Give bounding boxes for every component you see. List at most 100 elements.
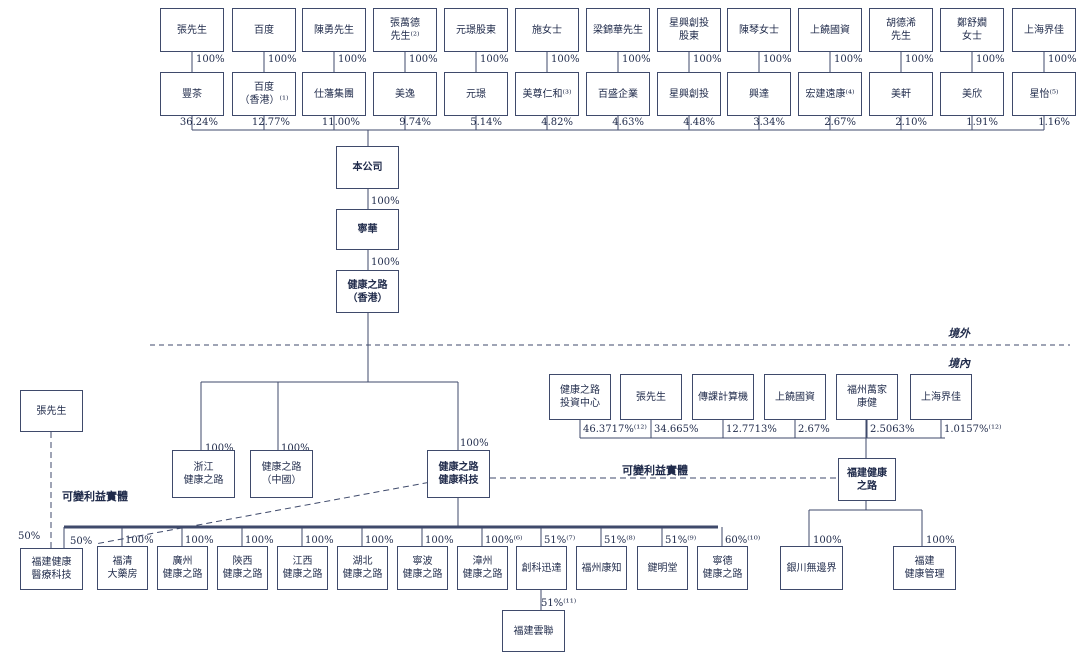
tech-box: 健康之路 健康科技: [427, 450, 490, 498]
holder-percentage: 3.34%: [753, 117, 785, 128]
tech-percentage: 100%: [460, 438, 489, 449]
holder-box: 美軒: [869, 72, 933, 116]
zhejiang-percentage: 100%: [205, 443, 234, 454]
tech-fujian-vie-link: [94, 476, 459, 545]
vie-owner-percentage: 1.0157%⁽¹²⁾: [944, 424, 1002, 435]
owner-box: 上海界佳: [1012, 8, 1076, 52]
vie-owner-percentage: 46.3717%⁽¹²⁾: [583, 424, 647, 435]
offshore-label: 境外: [948, 327, 970, 340]
holder-box: 元璟: [444, 72, 508, 116]
owner-box: 張先生: [160, 8, 224, 52]
owner-box: 百度: [232, 8, 296, 52]
subsidiary-percentage: 51%⁽⁷⁾: [544, 535, 576, 546]
holder-box: 百度 （香港）⁽¹⁾: [232, 72, 296, 116]
subsidiary-box: 廣州 健康之路: [157, 546, 208, 590]
vie-owner-box: 傳課計算機: [692, 374, 754, 420]
holder-percentage: 4.48%: [683, 117, 715, 128]
vie-owner-box: 上海界佳: [910, 374, 972, 420]
china-box: 健康之路 （中國）: [250, 450, 313, 498]
holder-percentage: 12.77%: [251, 117, 290, 128]
vie-owner-percentage: 2.5063%: [870, 424, 915, 435]
vie-sub-box: 銀川無邊界: [780, 546, 843, 590]
vie-label-left: 可變利益實體: [62, 490, 128, 503]
vie-owner-percentage: 2.67%: [798, 424, 830, 435]
subsidiary-box: 鍵明堂: [637, 546, 688, 590]
ninghua-hk-percentage: 100%: [371, 257, 400, 268]
subsidiary-percentage: 51%⁽⁸⁾: [604, 535, 636, 546]
subsidiary-percentage: 100%: [365, 535, 394, 546]
holder-percentage: 5.14%: [470, 117, 502, 128]
subsidiary-box: 寧德 健康之路: [697, 546, 748, 590]
owner-percentage: 100%: [976, 54, 1005, 65]
vie-label-right: 可變利益實體: [622, 464, 688, 477]
holder-box: 星興創投: [657, 72, 721, 116]
holder-box: 仕藩集團: [302, 72, 366, 116]
owner-percentage: 100%: [551, 54, 580, 65]
owner-percentage: 100%: [763, 54, 792, 65]
owner-box: 張萬德 先生⁽²⁾: [373, 8, 437, 52]
holder-box: 美逸: [373, 72, 437, 116]
owner-percentage: 100%: [1048, 54, 1077, 65]
subsidiary-percentage: 51%⁽⁹⁾: [665, 535, 697, 546]
holder-box: 興達: [727, 72, 791, 116]
holder-percentage: 4.82%: [541, 117, 573, 128]
holder-percentage: 2.67%: [824, 117, 856, 128]
holder-percentage: 4.63%: [612, 117, 644, 128]
owner-box: 星興創投 股東: [657, 8, 721, 52]
vie-owner-box: 健康之路 投資中心: [549, 374, 611, 420]
owner-box: 梁錦華先生: [586, 8, 650, 52]
owner-box: 陳琴女士: [727, 8, 791, 52]
holder-box: 百盛企業: [586, 72, 650, 116]
subsidiary-box: 湖北 健康之路: [337, 546, 388, 590]
fujian-med-zhang-percentage: 50%: [18, 531, 41, 542]
subsidiary-box: 寧波 健康之路: [397, 546, 448, 590]
owner-percentage: 100%: [693, 54, 722, 65]
zhejiang-box: 浙江 健康之路: [172, 450, 235, 498]
subsidiary-box: 江西 健康之路: [277, 546, 328, 590]
vie-sub-percentage: 100%: [926, 535, 955, 546]
subsidiary-box: 漳州 健康之路: [457, 546, 508, 590]
hk-box: 健康之路 （香港）: [336, 270, 399, 313]
vie-owner-percentage: 12.7713%: [726, 424, 777, 435]
subsidiary-box: 陝西 健康之路: [217, 546, 268, 590]
subsidiary-percentage: 100%: [185, 535, 214, 546]
subsidiary-percentage: 100%: [245, 535, 274, 546]
vie-owner-box: 福州萬家 康健: [836, 374, 898, 420]
vie-sub-box: 福建 健康管理: [893, 546, 956, 590]
subsidiary-percentage: 100%: [125, 535, 154, 546]
vie-owner-box: 張先生: [620, 374, 682, 420]
ninghua-box: 寧華: [336, 209, 399, 250]
china-percentage: 100%: [281, 443, 310, 454]
owner-percentage: 100%: [338, 54, 367, 65]
yunlian-percentage: 51%⁽¹¹⁾: [541, 598, 577, 609]
owner-percentage: 100%: [409, 54, 438, 65]
holder-percentage: 1.91%: [966, 117, 998, 128]
holder-percentage: 9.74%: [399, 117, 431, 128]
owner-percentage: 100%: [480, 54, 509, 65]
owner-percentage: 100%: [905, 54, 934, 65]
holder-box: 宏建遠康⁽⁴⁾: [798, 72, 862, 116]
holder-percentage: 2.10%: [895, 117, 927, 128]
owner-percentage: 100%: [834, 54, 863, 65]
yunlian-box: 福建雲聯: [502, 610, 565, 652]
company-box: 本公司: [336, 146, 399, 189]
subsidiary-percentage: 100%: [425, 535, 454, 546]
vie-owner-box: 上饒國資: [764, 374, 826, 420]
holder-percentage: 36.24%: [179, 117, 218, 128]
fujian-med-tech-percentage: 50%: [70, 536, 93, 547]
holder-box: 豐茶: [160, 72, 224, 116]
subsidiary-percentage: 100%⁽⁶⁾: [485, 535, 523, 546]
owner-percentage: 100%: [622, 54, 651, 65]
subsidiary-percentage: 100%: [305, 535, 334, 546]
holder-box: 星怡⁽⁵⁾: [1012, 72, 1076, 116]
owner-box: 鄭舒嫺 女士: [940, 8, 1004, 52]
vie-entity-box: 福建健康 之路: [838, 458, 896, 501]
owner-percentage: 100%: [268, 54, 297, 65]
holder-box: 美尊仁和⁽³⁾: [515, 72, 579, 116]
holder-percentage: 1.16%: [1038, 117, 1070, 128]
fujian-med-box: 福建健康 醫療科技: [20, 548, 83, 590]
onshore-label: 境內: [948, 357, 970, 370]
holder-percentage: 11.00%: [321, 117, 360, 128]
subsidiary-percentage: 60%⁽¹⁰⁾: [725, 535, 761, 546]
